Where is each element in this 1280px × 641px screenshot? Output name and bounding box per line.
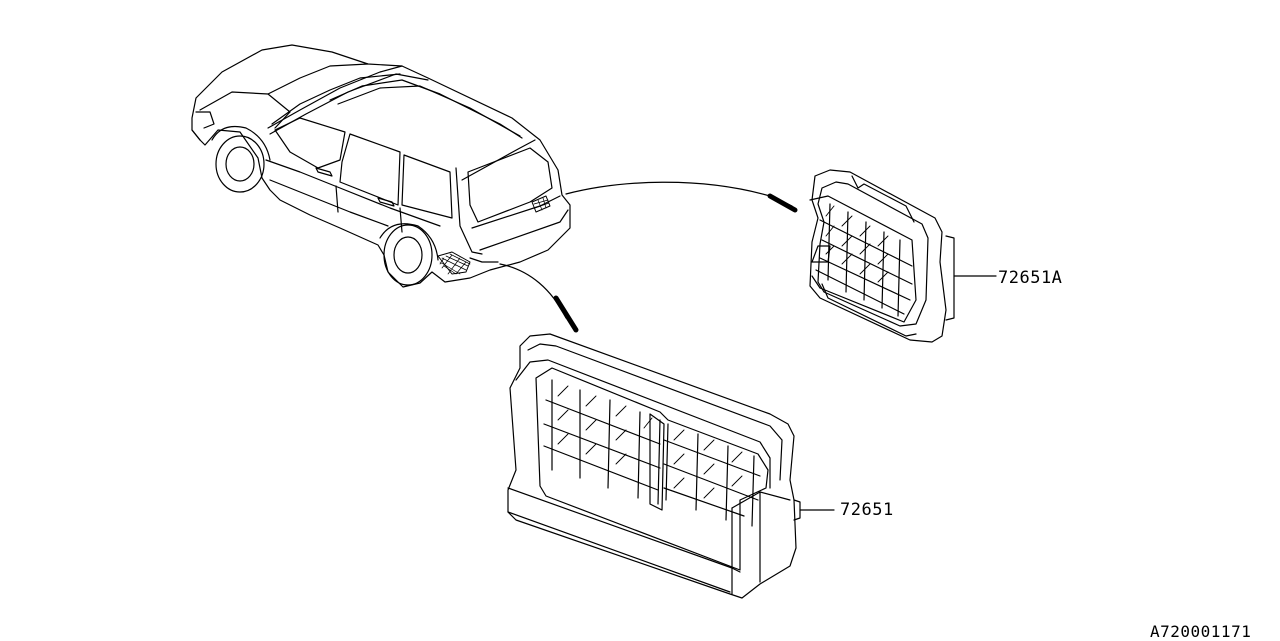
part-72651-illustration bbox=[508, 334, 834, 598]
callout-leaders bbox=[500, 182, 795, 330]
figure-code: A720001171 bbox=[1150, 622, 1252, 641]
vehicle-illustration bbox=[192, 45, 570, 287]
part-72651A-illustration bbox=[810, 170, 996, 342]
part-label-72651A: 72651A bbox=[998, 268, 1063, 288]
part-label-72651: 72651 bbox=[840, 500, 894, 520]
